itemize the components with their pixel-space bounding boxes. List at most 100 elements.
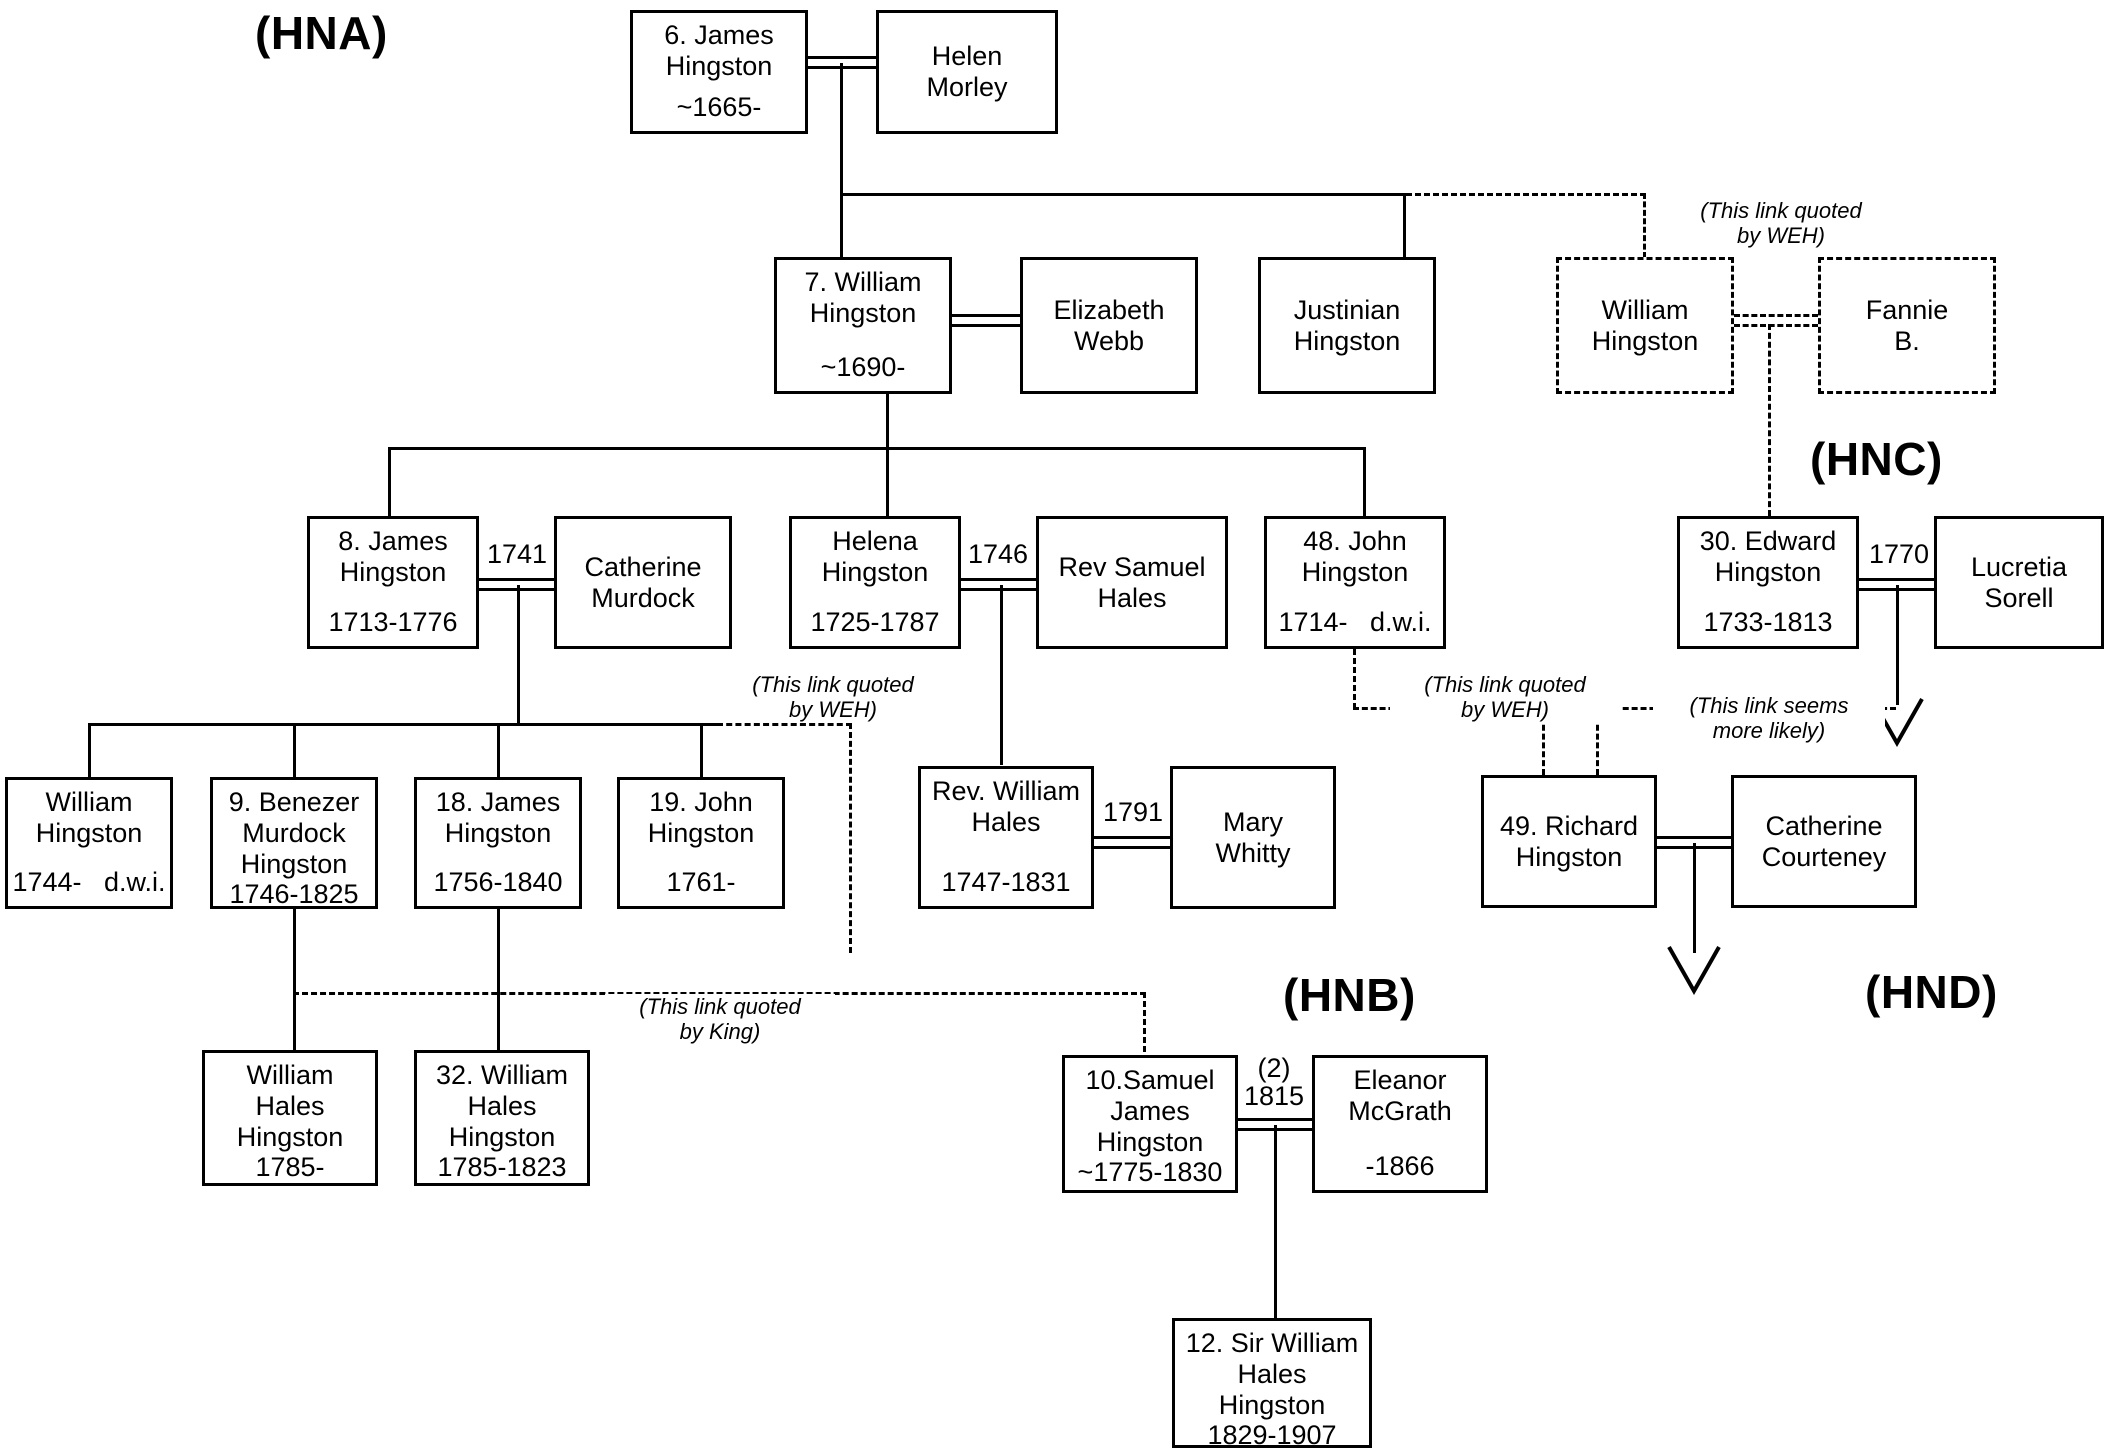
person-dates: ~1775-1830 [1077, 1157, 1223, 1188]
person-box-james-8: 8. James Hingston 1713-1776 [307, 516, 479, 649]
person-dates: 1785- [255, 1152, 325, 1183]
person-name: Fannie B. [1865, 294, 1949, 356]
person-box-benezer-9: 9. Benezer Murdock Hingston 1746-1825 [210, 777, 378, 909]
person-name: 6. James Hingston [664, 20, 774, 81]
descent-line-james8 [517, 585, 520, 725]
person-name: Helen Morley [926, 41, 1008, 102]
person-box-william-hingston-dashed: William Hingston [1556, 257, 1734, 394]
descent-line-james6 [840, 63, 843, 195]
person-box-catherine-courteney: Catherine Courteney [1731, 775, 1917, 908]
person-dates: 1713-1776 [328, 607, 458, 638]
marriage-year-james8-catherine: 1741 [487, 539, 548, 569]
person-name: 19. John Hingston [647, 787, 755, 848]
person-dates: 1785-1823 [437, 1152, 567, 1183]
person-dates: 1756-1840 [433, 867, 563, 898]
person-box-eleanor-mcgrath: Eleanor McGrath -1866 [1312, 1055, 1488, 1193]
person-name: Lucretia Sorell [1970, 551, 2068, 613]
dashed-marriage-link-william-fannie-top [1734, 314, 1818, 317]
person-dates: 1746-1825 [229, 879, 359, 910]
person-box-john-19: 19. John Hingston 1761- [617, 777, 785, 909]
section-label-hnc: (HNC) [1810, 433, 1943, 485]
person-box-helena: Helena Hingston 1725-1787 [789, 516, 961, 649]
person-name: 7. William Hingston [804, 267, 922, 328]
person-box-rev-samuel-hales: Rev Samuel Hales [1036, 516, 1228, 649]
marriage-link-helena-samuel [961, 578, 1036, 591]
person-name: Elizabeth Webb [1053, 294, 1165, 356]
person-box-helen-morley: Helen Morley [876, 10, 1058, 134]
sibling-bar-generation-4 [88, 723, 717, 726]
section-label-hnb: (HNB) [1283, 969, 1416, 1021]
person-dates: 1744- d.w.i. [12, 867, 166, 898]
annotation-weh-mid-right: (This link quoted by WEH) [1390, 672, 1620, 723]
person-dates: 1747-1831 [941, 867, 1071, 898]
person-dates: 1714- d.w.i. [1278, 607, 1432, 638]
marriage-link-richard-catherine [1657, 836, 1731, 849]
person-name: Catherine Courteney [1761, 810, 1887, 872]
descent-line-samuel-eleanor [1274, 1125, 1277, 1320]
person-box-fannie-b-dashed: Fannie B. [1818, 257, 1996, 394]
drop-to-john19 [700, 723, 703, 778]
person-name: Justinian Hingston [1293, 294, 1401, 356]
dashed-sibling-bar-king [293, 992, 1146, 995]
person-name: 8. James Hingston [338, 526, 448, 587]
dashed-marriage-link-william-fannie-bottom [1734, 324, 1818, 327]
marriage-year-edward-lucretia: 1770 [1866, 540, 1932, 568]
person-name: Eleanor McGrath [1348, 1065, 1452, 1126]
drop-to-justinian [1403, 193, 1406, 258]
person-box-rev-william-hales: Rev. William Hales 1747-1831 [918, 766, 1094, 909]
person-box-samuel-10: 10.Samuel James Hingston ~1775-1830 [1062, 1055, 1238, 1193]
person-name: 18. James Hingston [435, 787, 561, 848]
person-name: Rev Samuel Hales [1058, 551, 1206, 613]
marriage-link-james8-catherine [479, 578, 554, 591]
person-box-william-7: 7. William Hingston ~1690- [774, 257, 952, 394]
person-box-elizabeth-webb: Elizabeth Webb [1020, 257, 1198, 394]
drop-to-james8 [388, 447, 391, 517]
annotation-weh-top: (This link quoted by WEH) [1666, 198, 1896, 249]
person-name: 48. John Hingston [1301, 526, 1409, 587]
annotation-more-likely: (This link seems more likely) [1653, 693, 1885, 744]
descent-line-edward-lucretia [1896, 585, 1899, 705]
dashed-descent-john48 [1353, 649, 1356, 709]
marriage-year-samuel-eleanor: (2) 1815 [1240, 1054, 1308, 1111]
marriage-link-revwilliam-mary [1094, 836, 1170, 849]
person-dates: 1733-1813 [1703, 607, 1833, 638]
annotation-king: (This link quoted by King) [605, 994, 835, 1045]
person-dates: 1829-1907 [1207, 1420, 1337, 1449]
arrow-down-hnd [1667, 946, 1721, 995]
dashed-descent-to-edward30 [1768, 324, 1771, 516]
person-name: 32. William Hales Hingston [435, 1060, 569, 1152]
person-box-william-32: 32. William Hales Hingston 1785-1823 [414, 1050, 590, 1186]
descent-line-james18 [497, 909, 500, 994]
dashed-drop-row4-right [849, 723, 852, 953]
marriage-year-helena-samuel: 1746 [968, 539, 1029, 569]
marriage-link-samuel-eleanor [1238, 1118, 1312, 1131]
person-box-james-6: 6. James Hingston ~1665- [630, 10, 808, 134]
person-dates: -1866 [1365, 1151, 1435, 1182]
person-name: William Hales Hingston [236, 1060, 344, 1152]
section-label-hna: (HNA) [255, 7, 388, 59]
person-box-edward-30: 30. Edward Hingston 1733-1813 [1677, 516, 1859, 649]
person-box-justinian: Justinian Hingston [1258, 257, 1436, 394]
dashed-link-row4-right [717, 723, 852, 726]
marriage-year-revwilliam-mary: 1791 [1100, 798, 1166, 826]
drop-to-william-hingston [88, 723, 91, 778]
sibling-bar-generation-3 [388, 447, 1366, 450]
person-name: 10.Samuel James Hingston [1085, 1065, 1215, 1157]
person-name: William Hingston [1591, 294, 1699, 356]
drop-to-william-hales-hingston [293, 992, 296, 1050]
drop-to-william7 [840, 193, 843, 258]
dashed-drop-john48-richard [1542, 707, 1545, 775]
person-name: Mary Whitty [1215, 806, 1291, 868]
person-box-william-hingston-1744: William Hingston 1744- d.w.i. [5, 777, 173, 909]
person-dates: ~1690- [820, 352, 906, 383]
person-box-john-48: 48. John Hingston 1714- d.w.i. [1264, 516, 1446, 649]
marriage-link-william7-elizabeth [952, 314, 1020, 327]
marriage-link-james6-helen [808, 56, 876, 69]
person-name: Rev. William Hales [932, 776, 1080, 837]
person-name: 9. Benezer Murdock Hingston [228, 787, 360, 879]
person-dates: ~1665- [676, 92, 762, 123]
descent-line-helena-samuel [1000, 585, 1003, 765]
sibling-bar-generation-2 [840, 193, 1406, 196]
drop-to-james18 [497, 723, 500, 778]
